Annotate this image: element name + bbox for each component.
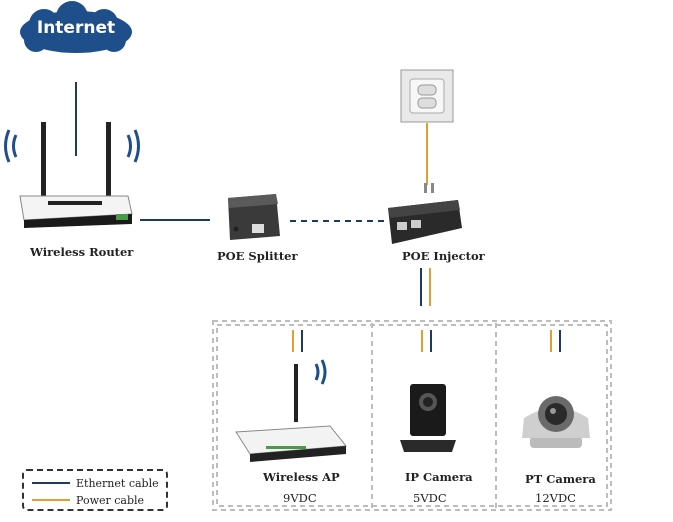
poe-splitter (228, 194, 280, 240)
legend-ethernet: Ethernet cable (32, 475, 159, 491)
ap-voltage: 9VDC (283, 491, 317, 505)
legend-power: Power cable (32, 492, 144, 508)
router-label: Wireless Router (30, 245, 134, 259)
legend-ethernet-label: Ethernet cable (76, 476, 159, 490)
ip-camera-label: IP Camera (405, 470, 473, 484)
internet-label: Internet (36, 18, 116, 38)
pt-camera (522, 396, 590, 448)
wireless-ap (235, 364, 347, 462)
internet-cloud (20, 1, 132, 53)
ap-label: Wireless AP (263, 470, 340, 484)
power-swatch (32, 499, 70, 501)
legend-box: Ethernet cable Power cable (22, 469, 168, 511)
ip-camera (400, 384, 456, 452)
splitter-label: POE Splitter (217, 249, 298, 263)
wireless-router (19, 122, 133, 228)
pt-camera-voltage: 12VDC (535, 491, 576, 505)
injector-label: POE Injector (402, 249, 485, 263)
poe-injector (388, 183, 462, 244)
device-cable-pairs (292, 330, 561, 352)
ap-wifi-icon (314, 359, 327, 385)
router-wifi-icon (4, 129, 140, 163)
legend-power-label: Power cable (76, 493, 145, 507)
wall-outlet-icon (400, 69, 454, 123)
pt-camera-label: PT Camera (525, 472, 596, 486)
injector-output-links (420, 268, 431, 306)
devices-group-box (212, 320, 612, 511)
ethernet-swatch (32, 482, 70, 484)
ip-camera-voltage: 5VDC (413, 491, 447, 505)
